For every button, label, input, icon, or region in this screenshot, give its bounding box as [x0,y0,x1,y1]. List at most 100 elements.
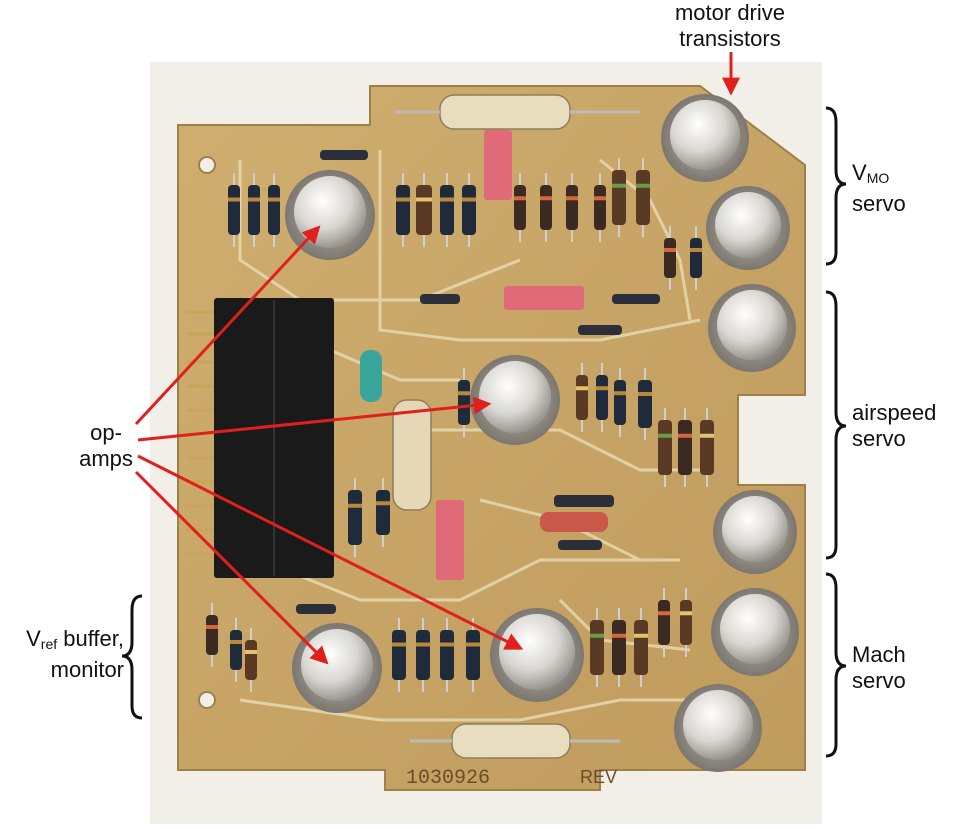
precision-resistor [395,94,640,130]
axial-component-body [466,630,480,680]
transistor-can [706,186,790,270]
axial-component-body [664,238,676,278]
diode-body [320,150,368,160]
airspeed-line1: airspeed [852,400,937,425]
op-amps-label: op- amps [66,420,146,472]
red-resistor [540,512,608,532]
axial-component-band [245,650,257,654]
red-capacitor [504,286,584,310]
axial-component-body [348,490,362,545]
diode-body [578,325,622,335]
axial-component-band [396,197,410,202]
airspeed-line2: servo [852,426,906,451]
op-amp-arrow-4 [134,470,329,665]
axial-component-band [440,642,454,647]
axial-component-body [566,185,578,230]
board-part-number: 1030926 [406,767,490,790]
axial-component-band [466,642,480,647]
airspeed-bracket [825,290,847,560]
transistor-can [661,94,749,182]
vref-buffer-label: Vref buffer, monitor [0,626,124,683]
axial-component-body [440,185,454,235]
op-amp-arrow-3 [137,454,524,650]
axial-component-body [614,380,626,425]
axial-component-band [392,642,406,647]
op-amp-can-3 [292,623,382,713]
axial-component-band [658,433,672,438]
axial-component-band [416,642,430,647]
op-amp-arrow-2 [137,396,492,442]
annotation-brackets [121,106,847,758]
vmo-bracket [825,106,847,266]
transistor-can [674,684,762,772]
opamps-line1: op- [90,420,122,445]
motor-drive-text: motor drive transistors [674,0,786,51]
vmo-sub-text: MO [866,170,890,186]
axial-component-band [700,433,714,438]
mach-bracket [825,572,847,758]
board-rev-mark: REV [580,767,617,787]
axial-component-band [440,197,454,202]
axial-component-band [462,197,476,202]
axial-component-body [228,185,240,235]
axial-component-body [376,490,390,535]
axial-component-body [658,420,672,475]
axial-component-body [576,375,588,420]
axial-component-body [678,420,692,475]
diode-body [420,294,460,304]
vref-sub-text: ref [40,636,58,652]
transistor-can [713,490,797,574]
mach-line2: servo [852,668,906,693]
axial-component-body [612,170,626,225]
axial-component-band [248,197,260,202]
axial-component-body [416,185,432,235]
mach-line1: Mach [852,642,906,667]
vmo-servo-label: VMO servo [852,160,952,217]
annotation-arrows [134,52,740,665]
axial-component-band [690,248,702,252]
axial-component-body [540,185,552,230]
mounting-hole [198,691,216,709]
axial-component-body [634,620,648,675]
axial-component-body [700,420,714,475]
vref-rest-text: buffer, [57,626,124,651]
axial-component-body [658,600,670,645]
axial-component-band [664,248,676,252]
axial-component-band [658,611,670,616]
axial-component-band [576,386,588,391]
axial-component-band [612,183,626,188]
opamps-line2: amps [79,446,133,471]
axial-component-band [230,640,242,644]
diode-body [612,294,660,304]
axial-component-body [612,620,626,675]
vref-bracket [121,594,143,720]
axial-component-band [228,197,240,202]
axial-component-body [416,630,430,680]
op-amp-can-1 [285,170,375,260]
transistor-can [711,588,799,676]
axial-component-band [636,183,650,188]
axial-component-band [348,503,362,508]
axial-component-band [634,633,648,638]
axial-component-body [680,600,692,645]
axial-component-body [596,375,608,420]
axial-component-band [206,625,218,629]
axial-component-band [612,633,626,638]
axial-component-band [614,391,626,396]
diode-body [558,540,602,550]
op-amp-arrow-1 [134,225,321,426]
axial-component-band [376,501,390,506]
axial-component-band [416,197,432,202]
axial-component-band [680,611,692,616]
op-amp-can-4 [490,608,584,702]
vmo-servo-text: servo [852,191,906,216]
red-capacitor [484,130,512,200]
axial-component-body [206,615,218,655]
axial-component-body [690,238,702,278]
axial-component-body [590,620,604,675]
vmo-main-text: V [852,160,867,185]
axial-component-body [268,185,280,235]
axial-component-band [540,196,552,201]
axial-component-body [458,380,470,425]
